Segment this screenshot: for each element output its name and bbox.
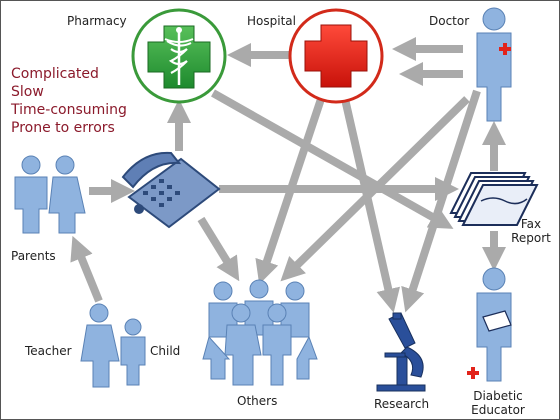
diabetic-educator-figure xyxy=(467,267,512,382)
parents-label: Parents xyxy=(11,249,56,263)
arrow-pharmacy-to-fax xyxy=(211,89,454,229)
doctor-red-cross-icon xyxy=(499,43,511,55)
problem-item: Slow xyxy=(11,84,44,100)
educator-label-line2: Educator xyxy=(471,403,525,417)
red-cross-icon xyxy=(304,24,368,88)
arrow-doctor-to-research xyxy=(401,89,481,313)
problems-list: Complicated Slow Time-consuming Prone to… xyxy=(11,65,127,137)
problem-item: Prone to errors xyxy=(11,120,115,136)
arrows xyxy=(70,37,506,313)
arrow-teacher-to-parents xyxy=(70,235,103,303)
fax-label-line2: Report xyxy=(511,231,551,245)
teacher-child-figures xyxy=(80,303,146,388)
child-label: Child xyxy=(150,344,181,358)
fax-label-line1: Fax xyxy=(520,217,542,231)
educator-red-cross-icon xyxy=(467,367,479,379)
problem-item: Complicated xyxy=(11,66,99,82)
microscope-icon xyxy=(376,312,426,392)
doctor-label: Doctor xyxy=(429,14,470,28)
hospital-label: Hospital xyxy=(247,14,296,28)
others-crowd xyxy=(202,279,318,386)
educator-label-line1: Diabetic xyxy=(473,389,523,403)
others-label: Others xyxy=(237,394,278,408)
doctor-figure xyxy=(476,7,512,122)
clipboard-icon xyxy=(482,310,512,332)
teacher-label: Teacher xyxy=(25,344,72,358)
pharmacy-node xyxy=(131,8,227,104)
research-label: Research xyxy=(374,397,430,411)
fax-report-label: Fax Report xyxy=(507,217,555,245)
telephone-icon xyxy=(121,151,221,229)
green-cross-caduceus-icon xyxy=(147,25,211,89)
pharmacy-label: Pharmacy xyxy=(67,14,127,28)
hospital-node xyxy=(288,8,384,104)
diabetic-educator-label: Diabetic Educator xyxy=(467,389,529,417)
arrow-phone-to-others xyxy=(197,216,240,282)
parents-figures xyxy=(14,155,86,234)
problem-item: Time-consuming xyxy=(11,102,127,118)
arrow-hospital-to-others xyxy=(255,97,325,285)
fax-report-paper-icon xyxy=(449,172,539,226)
